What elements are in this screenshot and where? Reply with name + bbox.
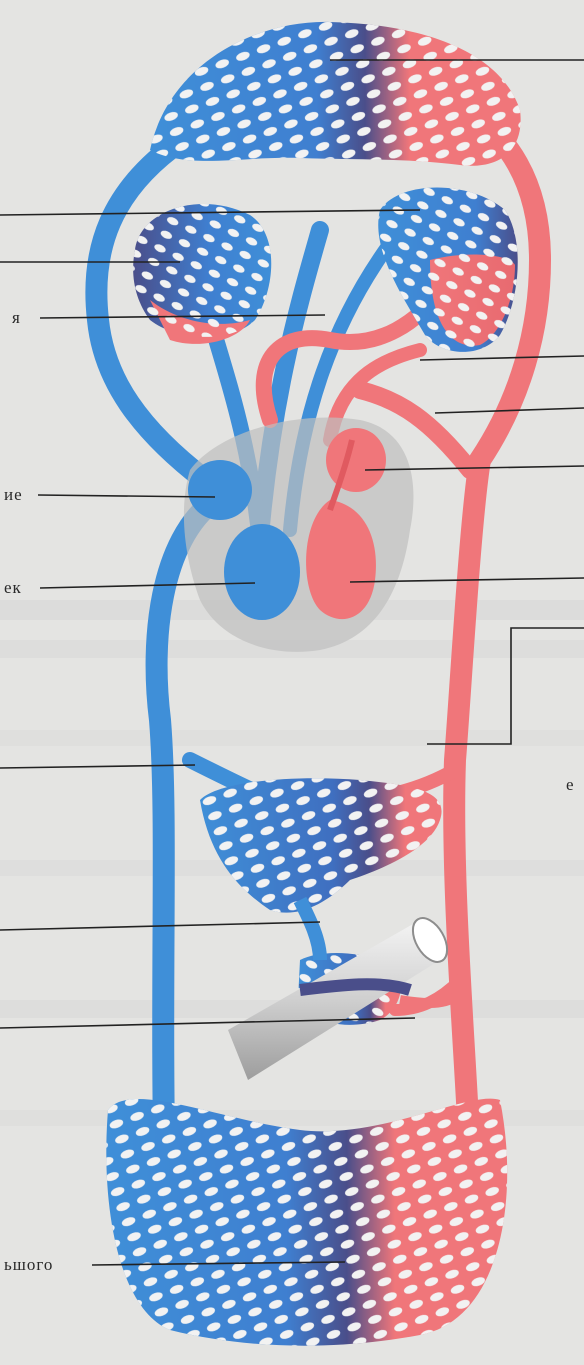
label-right-1: е (566, 775, 575, 795)
label-left-3: ек (4, 578, 22, 598)
left-lung-capillaries (133, 204, 271, 344)
label-left-4: ьшого (4, 1255, 53, 1275)
upper-body-capillaries (150, 22, 521, 166)
label-left-1: я (12, 308, 21, 328)
label-left-2: ие (4, 485, 23, 505)
lower-body-capillaries (106, 1099, 507, 1346)
leader-line-right-a (420, 356, 584, 360)
